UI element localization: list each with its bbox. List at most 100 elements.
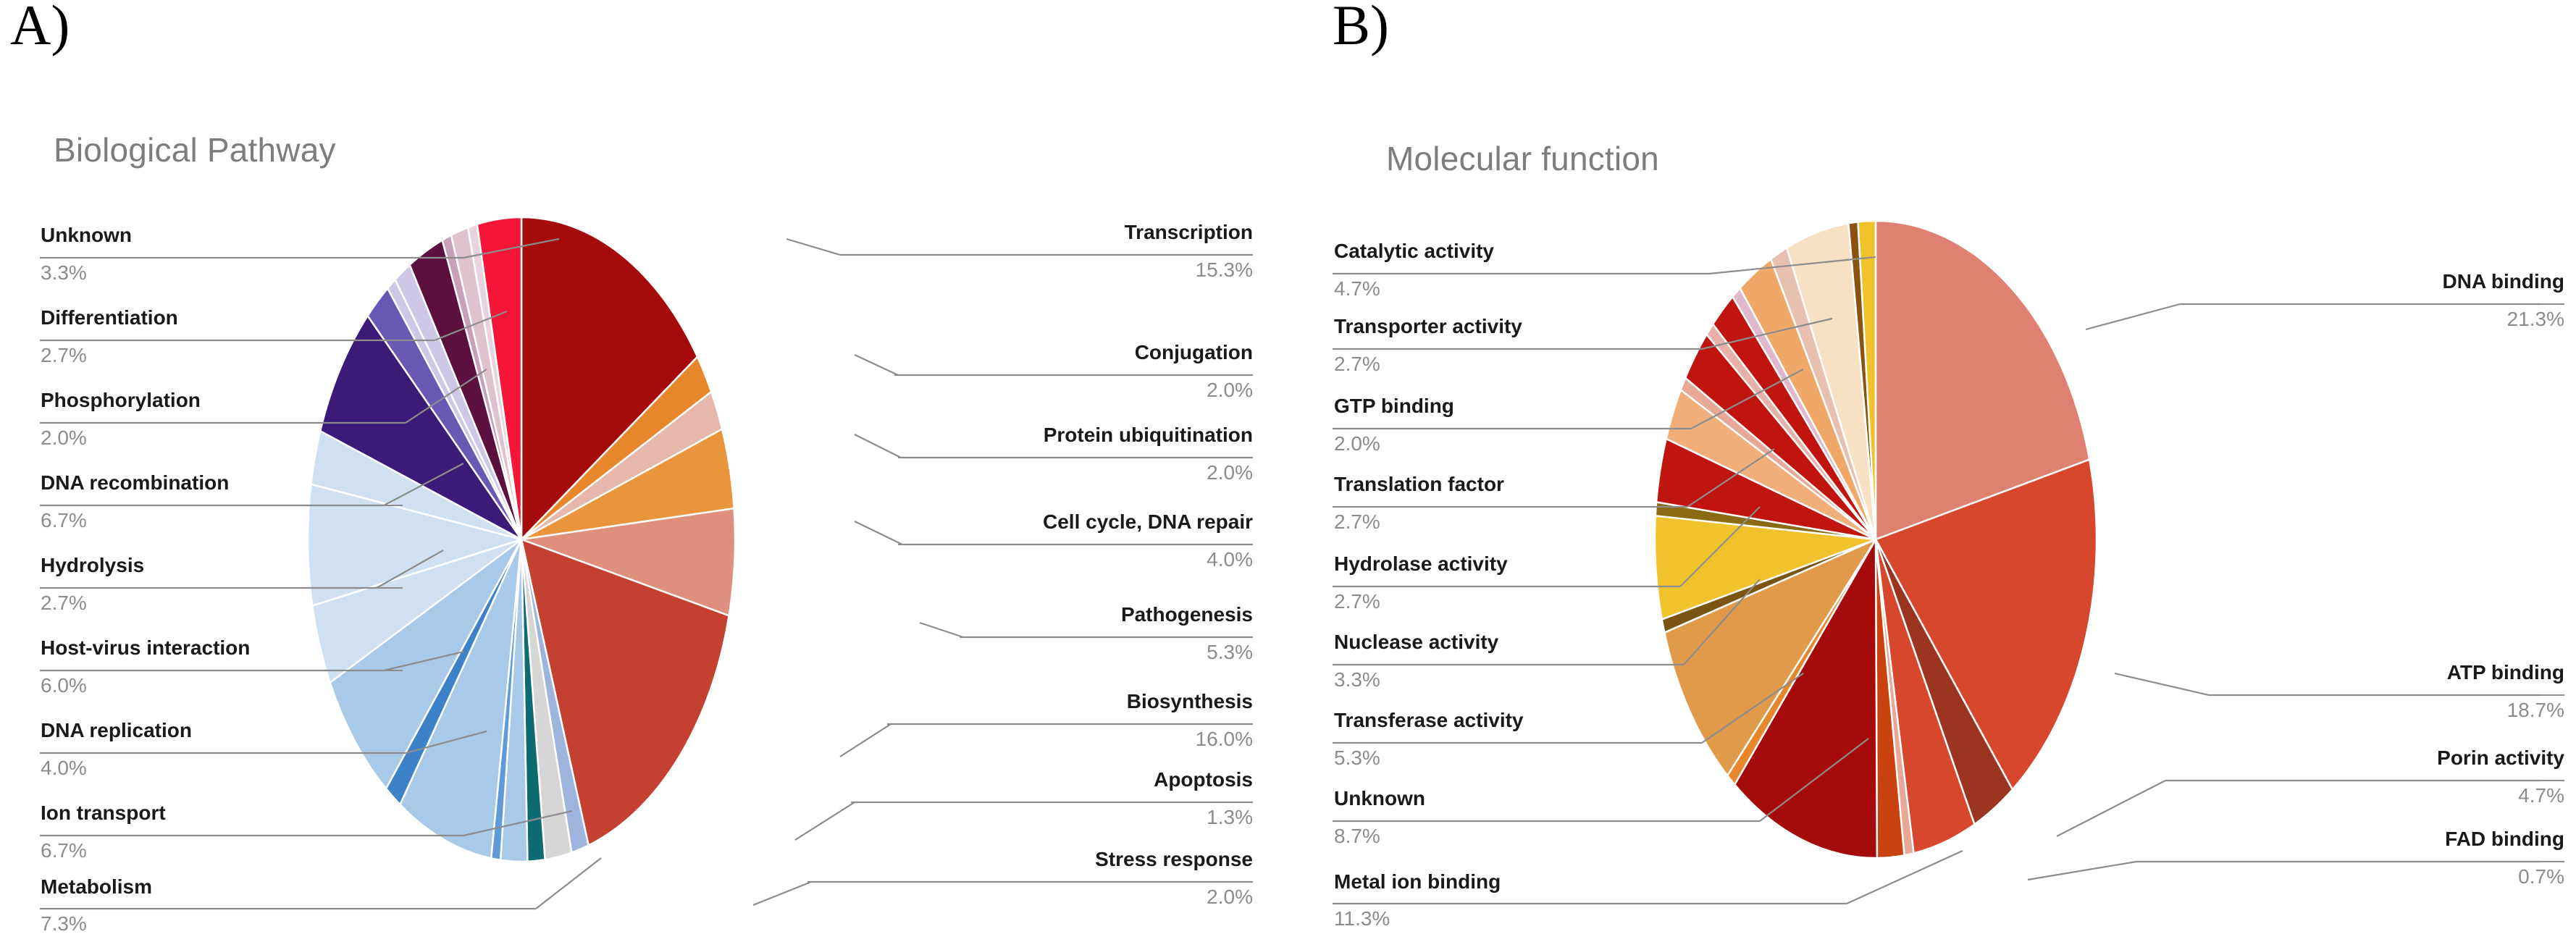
slice-label-pathogenesis: Pathogenesis <box>1120 603 1253 626</box>
label-rule <box>1334 664 1674 665</box>
pie-slice <box>306 483 525 607</box>
label-rule <box>1334 273 1674 274</box>
label-rule <box>898 457 1253 458</box>
slice-label-hydrolysis: Hydrolysis <box>41 554 145 576</box>
slice-pct-transferase-activity: 5.3% <box>1334 747 1380 769</box>
slice-pct-unknown: 3.3% <box>41 261 87 284</box>
slice-label-gtp-binding: GTP binding <box>1334 395 1454 417</box>
slice-pct-differentiation: 2.7% <box>41 344 87 366</box>
pie-slice <box>398 539 523 860</box>
label-rule <box>41 908 504 909</box>
panel-a-title: Biological Pathway <box>54 131 336 169</box>
slice-label-hydrolase-activity: Hydrolase activity <box>1334 552 1508 575</box>
slice-label-phosphorylation: Phosphorylation <box>41 389 201 411</box>
label-rule <box>41 670 403 671</box>
slice-pct-catalytic-activity: 4.7% <box>1334 277 1380 300</box>
slice-pct-biosynthesis: 16.0% <box>1195 728 1253 750</box>
label-rule <box>41 422 403 424</box>
slice-label-transcription: Transcription <box>1124 221 1253 243</box>
label-rule <box>807 881 1253 883</box>
slice-label-metabolism: Metabolism <box>41 875 153 898</box>
slice-pct-metal-ion-binding: 11.3% <box>1334 907 1390 930</box>
slice-label-atp-binding: ATP binding <box>2446 661 2564 684</box>
label-rule <box>41 340 403 341</box>
pie-slice <box>521 507 737 617</box>
label-rule <box>1334 820 1740 822</box>
pie-slice <box>476 216 523 540</box>
panel-b: B) Molecular function Catalytic activity… <box>1296 0 2576 942</box>
slice-label-conjugation: Conjugation <box>1134 341 1253 363</box>
slice-label-ion-transport: Ion transport <box>41 802 166 824</box>
label-rule <box>1334 428 1674 429</box>
label-rule <box>41 587 403 589</box>
slice-pct-protein-ubiquitination: 2.0% <box>1207 461 1253 484</box>
pie-slice <box>1857 219 1877 540</box>
slice-label-host-virus-interaction: Host-virus interaction <box>41 636 251 659</box>
slice-pct-hydrolysis: 2.7% <box>41 592 87 614</box>
panel-a-letter: A) <box>10 0 70 56</box>
label-rule <box>898 544 1253 545</box>
slice-label-cell-cycle-dna-repair: Cell cycle, DNA repair <box>1043 510 1253 533</box>
pie-chart-biological-pathway <box>304 210 739 869</box>
label-rule <box>1334 742 1674 744</box>
label-rule <box>891 254 1253 256</box>
label-rule <box>894 374 1253 376</box>
slice-label-fad-binding: FAD binding <box>2445 828 2564 850</box>
pie-slice <box>319 314 523 541</box>
slice-pct-unknown: 8.7% <box>1334 825 1380 847</box>
slice-pct-conjugation: 2.0% <box>1207 379 1253 401</box>
slice-pct-hydrolase-activity: 2.7% <box>1334 590 1380 613</box>
slice-label-transferase-activity: Transferase activity <box>1334 709 1524 731</box>
slice-pct-transporter-activity: 2.7% <box>1334 353 1380 375</box>
slice-label-catalytic-activity: Catalytic activity <box>1334 240 1494 262</box>
pie-chart-molecular-function <box>1651 214 2100 865</box>
label-rule <box>1334 586 1674 587</box>
pie-slice <box>520 538 731 847</box>
label-rule <box>2235 694 2564 696</box>
slice-pct-host-virus-interaction: 6.0% <box>41 674 87 697</box>
slice-label-biosynthesis: Biosynthesis <box>1126 690 1253 712</box>
label-rule <box>1334 506 1674 508</box>
slice-label-metal-ion-binding: Metal ion binding <box>1334 870 1501 893</box>
label-rule <box>887 723 1253 725</box>
slice-label-apoptosis: Apoptosis <box>1154 768 1253 791</box>
slice-label-dna-replication: DNA replication <box>41 719 192 741</box>
slice-label-protein-ubiquitination: Protein ubiquitination <box>1043 424 1253 446</box>
panel-b-letter: B) <box>1333 0 1389 56</box>
slice-label-porin-activity: Porin activity <box>2437 747 2564 769</box>
pie-slice <box>1874 219 2091 541</box>
slice-pct-translation-factor: 2.7% <box>1334 510 1380 533</box>
slice-pct-metabolism: 7.3% <box>41 912 87 935</box>
slice-pct-porin-activity: 4.7% <box>2518 784 2564 807</box>
slice-pct-cell-cycle-dna-repair: 4.0% <box>1207 548 1253 571</box>
label-rule <box>960 636 1253 638</box>
slice-label-translation-factor: Translation factor <box>1334 473 1504 495</box>
slice-pct-apoptosis: 1.3% <box>1207 806 1253 828</box>
pie-slice <box>520 216 699 542</box>
label-rule <box>41 835 403 836</box>
label-rule <box>1334 348 1674 350</box>
label-rule <box>41 505 403 506</box>
slice-pct-dna-replication: 4.0% <box>41 757 87 779</box>
label-rule <box>2191 780 2564 781</box>
label-rule <box>851 802 1253 803</box>
label-rule <box>2217 303 2564 305</box>
slice-label-nuclease-activity: Nuclease activity <box>1334 631 1499 653</box>
pie-slice <box>1874 458 2098 791</box>
panel-a: A) Biological Pathway Unknown 3.3 <box>10 0 1253 935</box>
slice-pct-transcription: 15.3% <box>1195 258 1253 281</box>
slice-label-transporter-activity: Transporter activity <box>1334 315 1522 337</box>
slice-label-dna-binding: DNA binding <box>2442 270 2564 293</box>
slice-label-unknown: Unknown <box>1334 787 1425 809</box>
slice-pct-dna-recombination: 6.7% <box>41 509 87 531</box>
label-rule <box>41 752 403 754</box>
slice-pct-gtp-binding: 2.0% <box>1334 432 1380 455</box>
label-rule <box>1334 903 1826 904</box>
slice-pct-dna-binding: 21.3% <box>2506 308 2564 330</box>
label-rule <box>2159 861 2564 862</box>
slice-pct-stress-response: 2.0% <box>1207 886 1253 908</box>
slice-pct-fad-binding: 0.7% <box>2518 865 2564 888</box>
slice-label-dna-recombination: DNA recombination <box>41 471 230 494</box>
slice-label-stress-response: Stress response <box>1095 848 1253 870</box>
slice-pct-ion-transport: 6.7% <box>41 839 87 862</box>
